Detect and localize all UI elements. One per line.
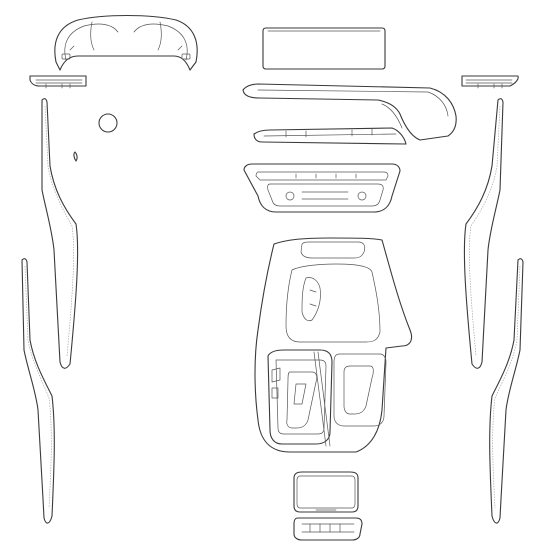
- instrument-cluster: [54, 14, 198, 71]
- center-console: [254, 237, 413, 453]
- rear-display: [293, 471, 359, 513]
- left-door-strip-lower: [21, 258, 55, 524]
- round-button: [98, 113, 118, 133]
- small-drop: [73, 151, 78, 162]
- right-vent-strip: [461, 75, 519, 89]
- right-door-strip-upper: [463, 98, 504, 369]
- rear-controls: [293, 517, 363, 541]
- left-vent-strip: [29, 75, 87, 89]
- left-door-strip-upper: [41, 98, 79, 369]
- center-display: [262, 27, 386, 70]
- gear-selector-panel: [267, 349, 387, 447]
- climate-control-panel: [243, 163, 401, 213]
- right-door-strip-lower: [489, 258, 524, 524]
- dashboard-trim-upper: [242, 83, 457, 141]
- dashboard-trim-lower: [253, 127, 407, 145]
